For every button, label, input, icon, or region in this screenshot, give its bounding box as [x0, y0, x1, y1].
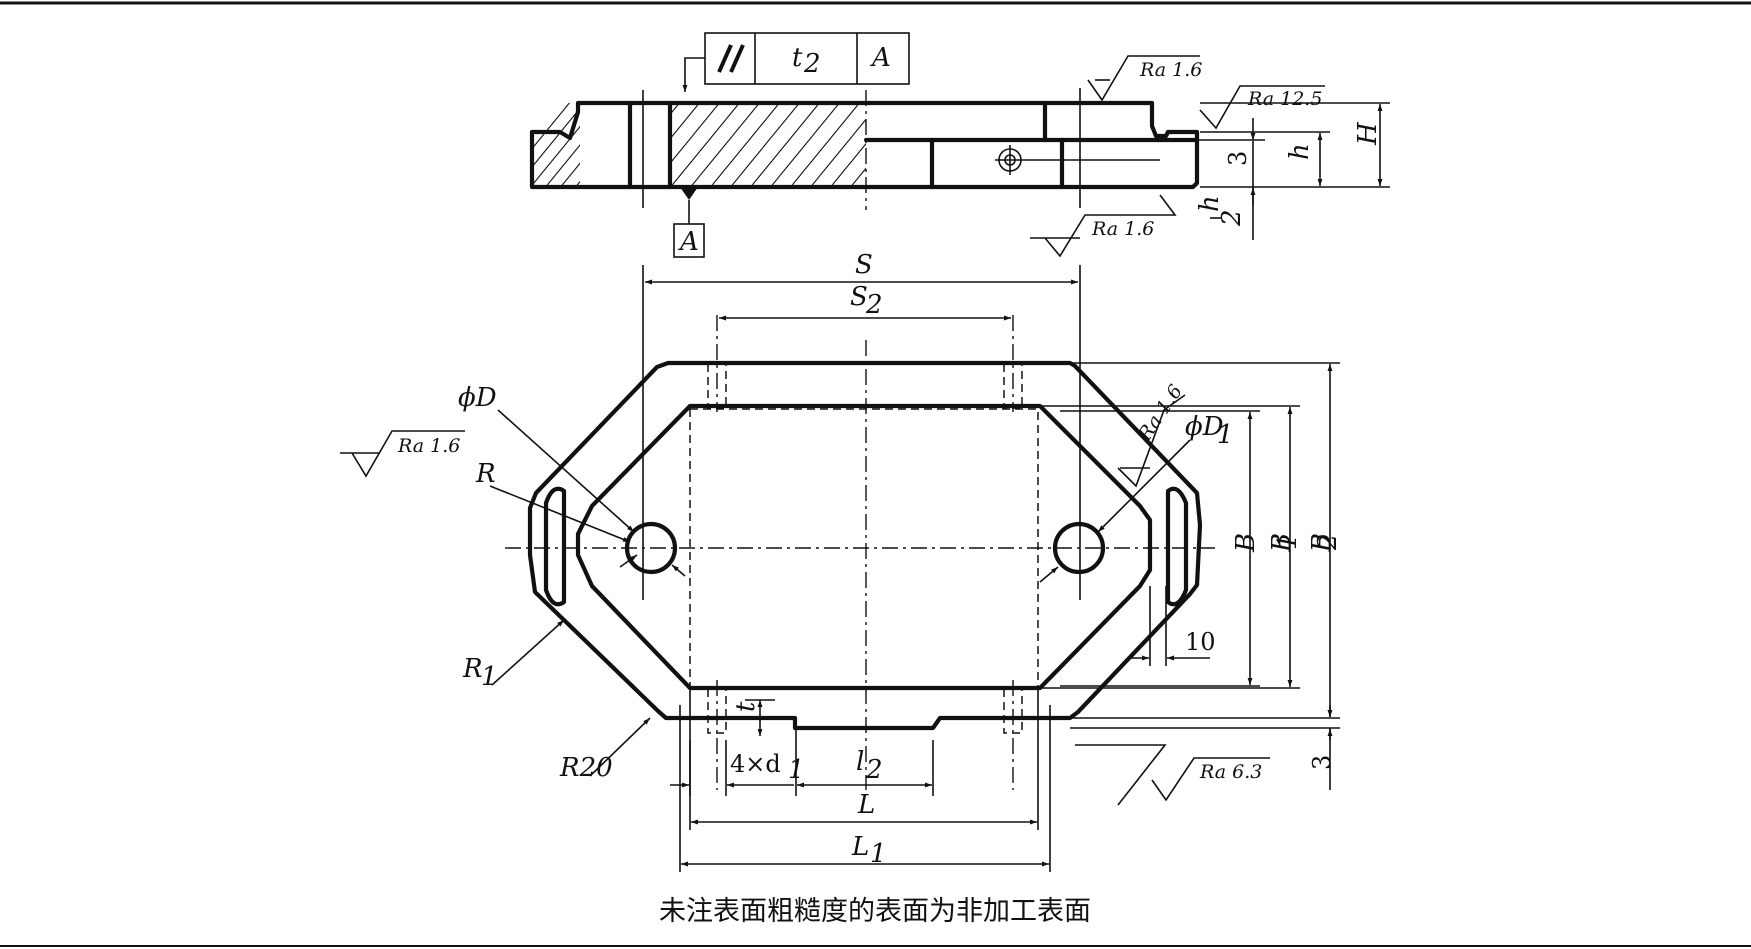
parallelism-icon [717, 44, 733, 73]
roughness-side-bottom: Ra 1.6 [1030, 194, 1177, 258]
drawing-caption: 未注表面粗糙度的表面为非加工表面 [659, 896, 1091, 927]
svg-text:1: 1 [788, 755, 805, 785]
svg-text:10: 10 [1185, 628, 1216, 656]
tolerance-datum: A [870, 43, 891, 73]
svg-text:L: L [857, 790, 875, 820]
svg-text:B: B [1267, 533, 1297, 553]
svg-text:t: t [731, 701, 761, 712]
svg-text:3: 3 [1308, 755, 1336, 770]
svg-text:Ra 1.6: Ra 1.6 [1139, 59, 1202, 81]
svg-text:2: 2 [1313, 533, 1343, 551]
tolerance-value-sub: 2 [803, 49, 821, 79]
svg-text:Ra 1.6: Ra 1.6 [1133, 381, 1187, 446]
plan-outer-outline [527, 360, 1203, 731]
svg-text:2: 2 [865, 290, 883, 320]
datum-triangle-icon [680, 187, 698, 200]
svg-text:H: H [1353, 121, 1383, 146]
svg-text:R: R [462, 654, 483, 684]
tolerance-frame: t 2 A [682, 32, 910, 92]
section-hatching [530, 103, 866, 187]
svg-text:L: L [851, 832, 869, 862]
svg-text:2: 2 [865, 755, 883, 785]
svg-text:R20: R20 [559, 753, 613, 783]
svg-text:2: 2 [1217, 209, 1247, 227]
side-view: A t 2 A Ra 1.6 Ra 12.5 Ra 1.6 [529, 32, 1390, 258]
svg-text:B: B [1231, 533, 1261, 553]
right-hole [1052, 521, 1106, 575]
svg-text:1: 1 [1217, 420, 1234, 450]
svg-text:1: 1 [1273, 533, 1303, 550]
roughness-side-right: Ra 12.5 [1199, 85, 1325, 130]
datum-label: A [678, 227, 699, 257]
svg-text:S: S [850, 282, 868, 312]
right-slot [1165, 486, 1189, 607]
svg-text:S: S [855, 250, 873, 280]
plan-view: S S 2 ϕD R R 1 R20 Ra 1.6 ϕD 1 [340, 250, 1343, 872]
left-slot [543, 486, 567, 607]
svg-text:h: h [1285, 143, 1315, 160]
svg-text:4×d: 4×d [730, 750, 781, 778]
svg-text:Ra 6.3: Ra 6.3 [1199, 761, 1262, 783]
plan-inner-outline [575, 403, 1153, 691]
side-outline [529, 100, 1200, 190]
svg-text:h: h [1195, 195, 1225, 212]
svg-text:B: B [1307, 533, 1337, 553]
svg-text:Ra 1.6: Ra 1.6 [397, 435, 460, 457]
tolerance-value: t [792, 43, 803, 73]
roughness-plan-left: Ra 1.6 [340, 430, 465, 478]
svg-text:R: R [475, 459, 496, 489]
roughness-side-top: Ra 1.6 [1087, 55, 1202, 102]
roughness-plan-bottom: Ra 6.3 [1075, 744, 1270, 806]
tapped-holes [707, 315, 1023, 790]
svg-text:1: 1 [481, 662, 498, 692]
svg-text:1: 1 [870, 839, 887, 869]
datum-box [673, 223, 705, 258]
pocket-hidden [689, 408, 1039, 690]
svg-text:ϕD: ϕD [1185, 412, 1224, 442]
svg-text:3: 3 [1224, 151, 1252, 166]
svg-text:l: l [856, 747, 864, 777]
svg-text:Ra 1.6: Ra 1.6 [1091, 218, 1154, 240]
svg-text:Ra 12.5: Ra 12.5 [1247, 88, 1322, 110]
svg-text:ϕD: ϕD [458, 383, 497, 413]
